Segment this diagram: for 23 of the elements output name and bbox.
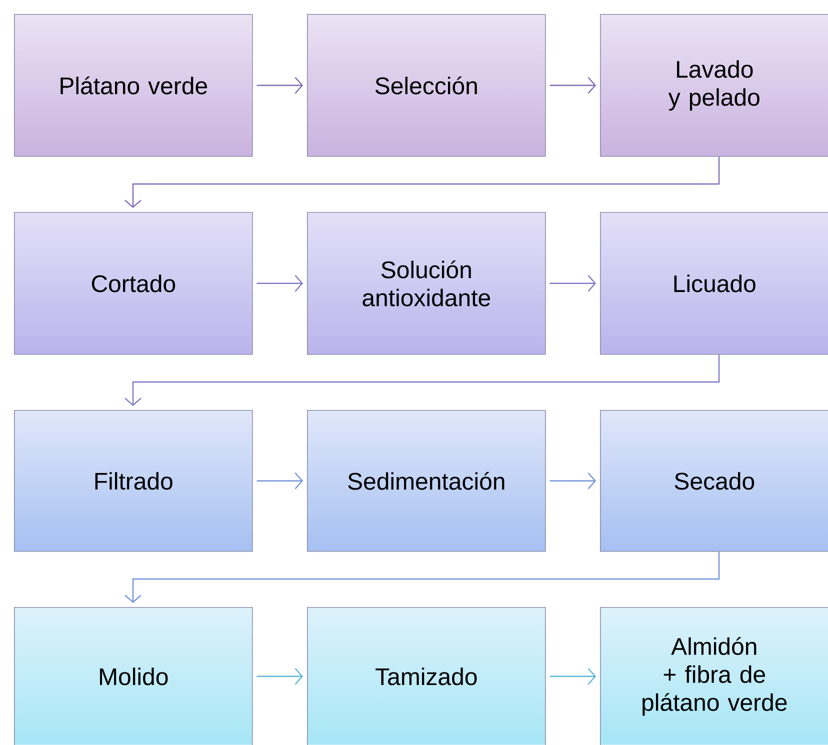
arrow: [550, 77, 596, 94]
process-box: Cortado: [14, 212, 253, 355]
process-box: Molido: [14, 607, 253, 745]
arrow: [256, 77, 303, 94]
process-box: Sedimentación: [307, 410, 546, 552]
arrow: [550, 668, 596, 685]
process-box: Almidón + fibra de plátano verde: [600, 607, 828, 745]
process-box: Filtrado: [14, 410, 253, 552]
arrow: [124, 354, 720, 406]
arrow: [256, 472, 303, 490]
arrow: [124, 156, 720, 208]
process-box: Secado: [600, 410, 828, 552]
arrow: [550, 275, 596, 292]
arrow: [550, 472, 596, 490]
arrow: [256, 275, 303, 292]
process-box: Licuado: [600, 212, 828, 355]
process-box: Plátano verde: [14, 14, 253, 157]
process-box: Lavado y pelado: [600, 14, 828, 157]
arrow: [256, 668, 303, 685]
process-box: Selección: [307, 14, 546, 157]
process-box: Tamizado: [307, 607, 546, 745]
arrow: [124, 552, 720, 603]
process-box: Solución antioxidante: [307, 212, 546, 355]
